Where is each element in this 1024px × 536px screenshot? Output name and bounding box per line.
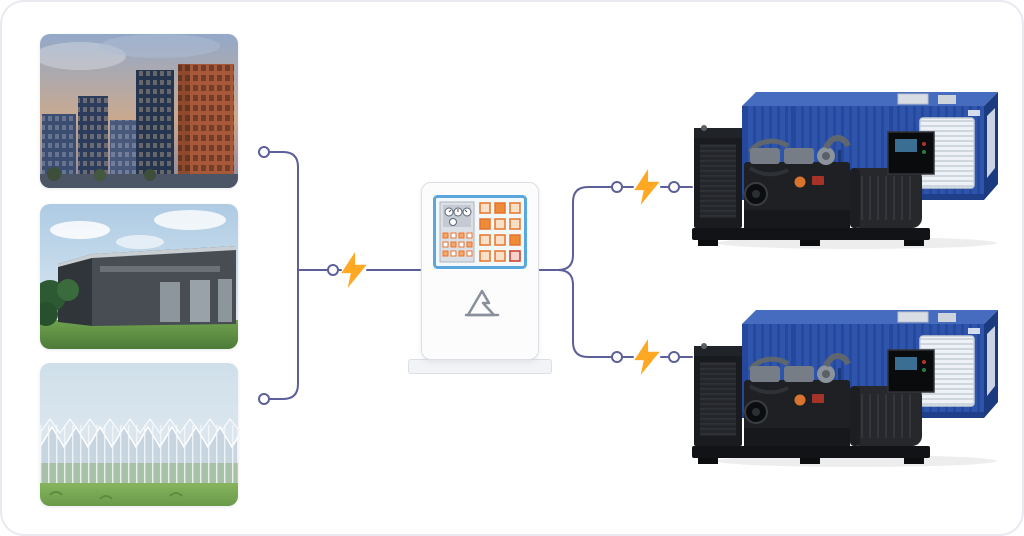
terminal-dot <box>668 351 680 363</box>
terminal-dot <box>668 181 680 193</box>
greenhouse-illustration <box>40 363 238 506</box>
terminal-dot <box>611 351 623 363</box>
terminal-dot <box>327 264 339 276</box>
terminal-dot <box>258 146 270 158</box>
connector-terminals <box>258 146 680 405</box>
terminal-dot <box>258 393 270 405</box>
wire-residential <box>268 151 299 271</box>
terminal-dot <box>611 181 623 193</box>
industrial-warehouse-photo <box>40 204 238 349</box>
containerized-diesel-genset-1 <box>692 82 1004 250</box>
connector-lines <box>268 151 693 400</box>
brand-logo-icon <box>464 289 500 317</box>
containerized-diesel-genset-2 <box>692 300 1004 468</box>
large-button-grid <box>479 202 521 262</box>
control-cabinet-with-screen <box>421 182 539 360</box>
cabinet-base <box>408 359 552 374</box>
wire-panel-to-gen1 <box>539 186 612 271</box>
controller-screen <box>433 195 527 269</box>
residential-buildings-photo <box>40 34 238 188</box>
greenhouse-complex-photo <box>40 363 238 506</box>
small-button-grid <box>442 232 473 257</box>
wire-greenhouse <box>268 269 299 400</box>
residential-illustration <box>40 34 238 188</box>
wire-panel-to-gen2 <box>539 269 612 358</box>
warehouse-illustration <box>40 204 238 349</box>
